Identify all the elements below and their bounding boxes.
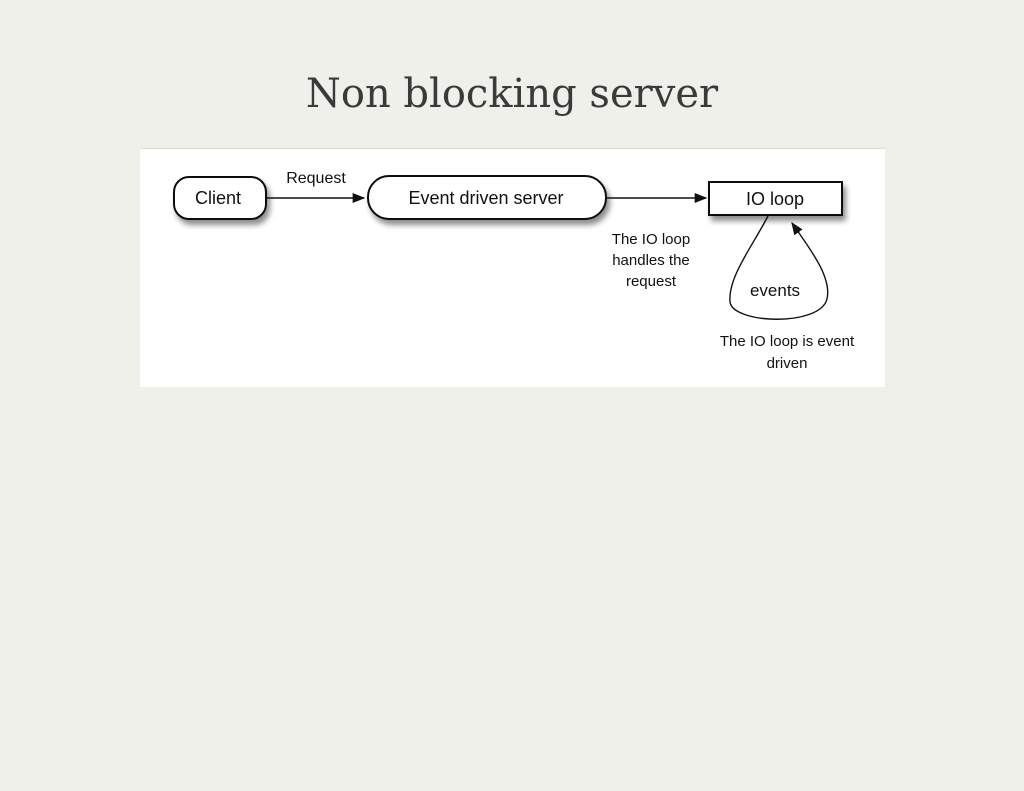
client-label: Client <box>195 188 241 208</box>
client-node: Client <box>173 176 267 220</box>
diagram-panel: Client Request Event driven server IO lo… <box>140 148 885 387</box>
request-edge: Request <box>267 170 366 204</box>
driven-note-line-1: The IO loop is event <box>720 333 855 350</box>
handles-note-line-1: The IO loop <box>612 231 690 248</box>
events-label: events <box>750 281 800 300</box>
slide-title: Non blocking server <box>305 71 719 117</box>
io-loop-node: IO loop <box>708 181 843 216</box>
server-node: Event driven server <box>367 175 607 220</box>
events-loop-edge: events <box>729 215 829 320</box>
io-loop-label: IO loop <box>746 189 804 209</box>
handles-request-note: The IO loop handles the request <box>612 231 690 290</box>
driven-note-line-2: driven <box>767 355 808 372</box>
request-label: Request <box>286 170 346 187</box>
server-label: Event driven server <box>408 188 563 208</box>
handles-note-line-2: handles the <box>612 252 690 269</box>
diagram-canvas: Client Request Event driven server IO lo… <box>173 170 855 372</box>
event-driven-note: The IO loop is event driven <box>720 333 855 372</box>
handles-note-line-3: request <box>626 273 677 290</box>
